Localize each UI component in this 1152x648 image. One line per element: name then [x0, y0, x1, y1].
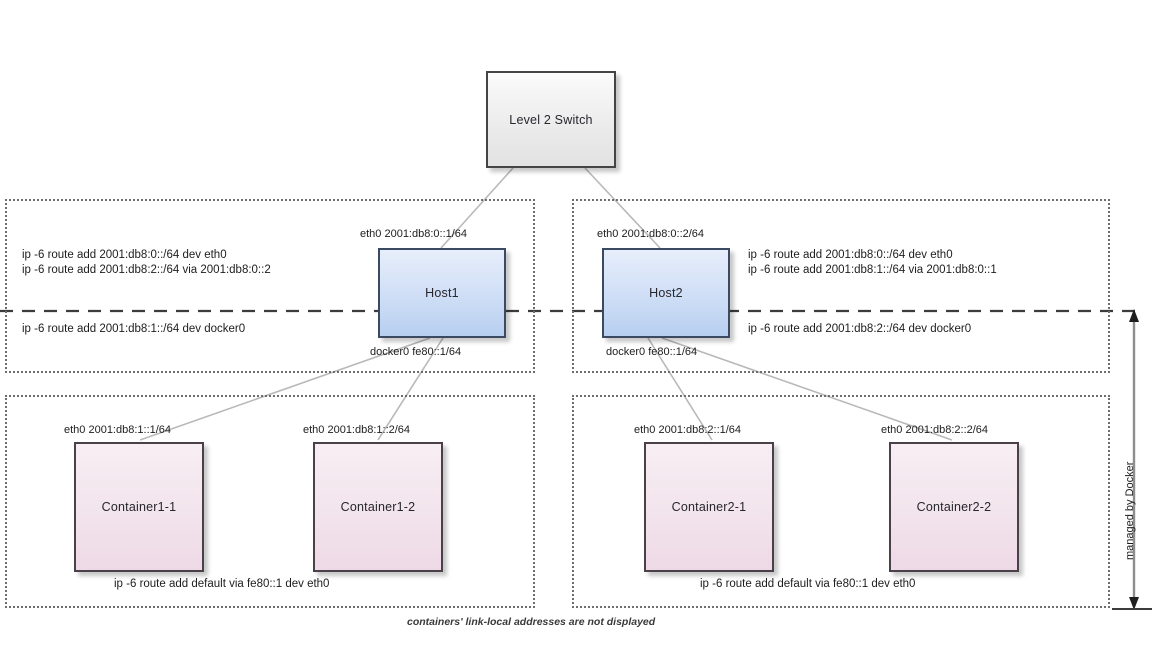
diagram-caption: containers' link-local addresses are not… [407, 616, 656, 628]
node-container2-2[interactable]: Container2-2 [889, 442, 1019, 572]
host2-eth0-label: eth0 2001:db8:0::2/64 [597, 228, 705, 240]
host1-route-remote-subnet: ip -6 route add 2001:db8:2::/64 via 2001… [22, 264, 271, 276]
container2-1-eth0-label: eth0 2001:db8:2::1/64 [634, 424, 742, 436]
managed-by-docker-arrow-head-top [1129, 309, 1139, 322]
node-container1-1[interactable]: Container1-1 [74, 442, 204, 572]
host2-route-remote-subnet: ip -6 route add 2001:db8:1::/64 via 2001… [748, 264, 997, 276]
container1-2-eth0-label: eth0 2001:db8:1::2/64 [303, 424, 411, 436]
node-host1[interactable]: Host1 [378, 248, 506, 338]
node-container1-2[interactable]: Container1-2 [313, 442, 443, 572]
host1-route-eth0: ip -6 route add 2001:db8:0::/64 dev eth0 [22, 249, 227, 261]
host2-docker0-label: docker0 fe80::1/64 [606, 346, 698, 358]
switch-label: Level 2 Switch [509, 112, 593, 127]
host2-route-docker0: ip -6 route add 2001:db8:2::/64 dev dock… [748, 323, 972, 335]
host1-docker0-label: docker0 fe80::1/64 [370, 346, 462, 358]
managed-by-docker-label: managed by Docker [1124, 461, 1136, 560]
container1-2-label: Container1-2 [340, 500, 416, 514]
container2-1-label: Container2-1 [671, 500, 747, 514]
host2-label: Host2 [649, 286, 683, 300]
container-group1-default-route: ip -6 route add default via fe80::1 dev … [114, 578, 330, 590]
managed-by-docker-arrow-head-bottom [1129, 597, 1139, 610]
container-group2-default-route: ip -6 route add default via fe80::1 dev … [700, 578, 916, 590]
node-host2[interactable]: Host2 [602, 248, 730, 338]
node-container2-1[interactable]: Container2-1 [644, 442, 774, 572]
container2-2-label: Container2-2 [916, 500, 992, 514]
container2-2-eth0-label: eth0 2001:db8:2::2/64 [881, 424, 989, 436]
container1-1-label: Container1-1 [101, 500, 177, 514]
host1-route-docker0: ip -6 route add 2001:db8:1::/64 dev dock… [22, 323, 246, 335]
host1-eth0-label: eth0 2001:db8:0::1/64 [360, 228, 468, 240]
node-level-2-switch[interactable]: Level 2 Switch [486, 71, 616, 168]
container1-1-eth0-label: eth0 2001:db8:1::1/64 [64, 424, 172, 436]
host2-route-eth0: ip -6 route add 2001:db8:0::/64 dev eth0 [748, 249, 953, 261]
host1-label: Host1 [425, 286, 459, 300]
